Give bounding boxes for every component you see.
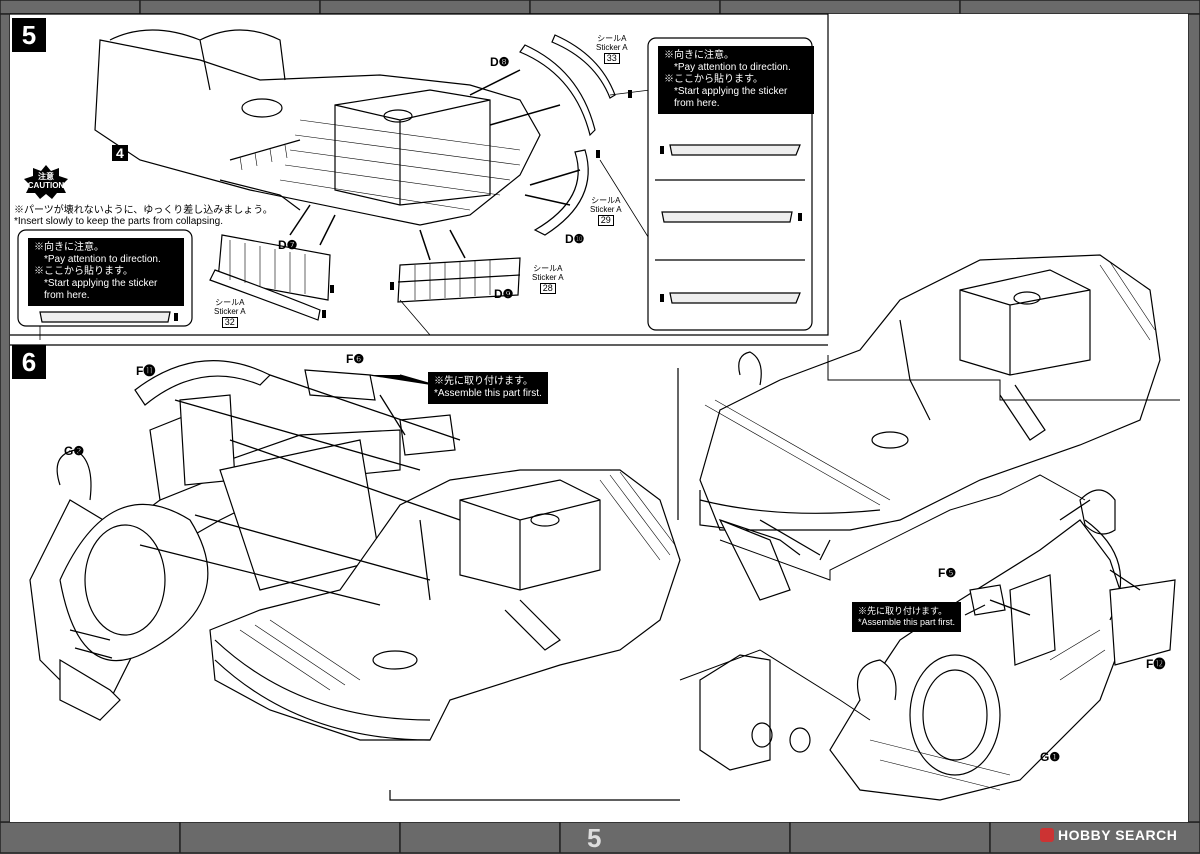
sticker-en: Sticker A <box>590 205 622 214</box>
note-direction-en: *Pay attention to direction. <box>44 254 161 265</box>
step6-right-ship <box>699 254 1161 601</box>
note-apply-en: *Start applying the sticker <box>674 86 788 97</box>
note-apply-jp: ※ここから貼ります。 <box>664 74 763 85</box>
part-label-d8: D❽ <box>490 55 510 69</box>
part-label-g2: G❷ <box>64 444 85 458</box>
caution-note: ※パーツが壊れないように、ゆっくり差し込みましょう。 *Insert slowl… <box>14 205 273 227</box>
sticker-note-right: ※向きに注意。 *Pay attention to direction. ※ここ… <box>658 46 814 114</box>
sticker-jp: シールA <box>533 264 563 273</box>
caution-note-en: *Insert slowly to keep the parts from co… <box>14 216 223 227</box>
sticker-en: Sticker A <box>532 273 564 282</box>
part-label-f5: F❺ <box>938 566 957 580</box>
watermark: HOBBY SEARCH <box>1040 827 1177 843</box>
step6-arrows <box>139 374 461 606</box>
assemble-first-note-right: ※先に取り付けます。 *Assemble this part first. <box>852 602 962 632</box>
note-first-jp: ※先に取り付けます。 <box>858 606 948 616</box>
sticker-jp: シールA <box>215 298 245 307</box>
part-label-g1: G❶ <box>1040 750 1061 764</box>
part-label-f11: F⓫ <box>136 364 156 378</box>
sticker-en: Sticker A <box>214 307 246 316</box>
assemble-first-note-left: ※先に取り付けます。 *Assemble this part first. <box>428 372 548 404</box>
note-first-en: *Assemble this part first. <box>434 388 542 399</box>
sticker-number: 33 <box>603 53 620 64</box>
sticker-label-29: シールA Sticker A 29 <box>590 196 622 226</box>
sticker-jp: シールA <box>597 34 627 43</box>
step-number-6: 6 <box>12 345 46 379</box>
step6-left-hull <box>29 360 456 722</box>
part-label-d7: D❼ <box>278 238 298 252</box>
step5-ship-deck <box>94 29 541 226</box>
sticker-direction-marks <box>174 90 802 321</box>
note-first-jp: ※先に取り付けます。 <box>434 376 533 387</box>
part-label-d10: D❿ <box>565 232 585 246</box>
step6-main-ship <box>209 469 681 741</box>
note-direction-jp: ※向きに注意。 <box>34 242 104 253</box>
caution-badge: 注意 CAUTION <box>24 165 68 199</box>
note-apply-jp: ※ここから貼ります。 <box>34 266 133 277</box>
step5-arrows <box>289 69 581 261</box>
step6-right-hull <box>699 489 1176 801</box>
part-label-d9: D❾ <box>494 287 514 301</box>
sticker-number: 28 <box>539 283 556 294</box>
caution-burst-icon <box>24 165 68 199</box>
part-label-f6: F❻ <box>346 352 365 366</box>
watermark-text: HOBBY SEARCH <box>1058 827 1178 843</box>
note-direction-jp: ※向きに注意。 <box>664 50 734 61</box>
step5-panel-border <box>10 13 829 336</box>
sticker-jp: シールA <box>591 196 621 205</box>
sticker-label-32: シールA Sticker A 32 <box>214 298 246 328</box>
step-number-5: 5 <box>12 18 46 52</box>
part-label-f12: F⓬ <box>1146 657 1166 671</box>
note-apply-en2: from here. <box>674 98 720 109</box>
caution-en: CAUTION <box>27 181 65 190</box>
sticker-label-33: シールA Sticker A 33 <box>596 34 628 64</box>
step5-railings <box>209 34 616 321</box>
sticker-number: 29 <box>597 215 614 226</box>
note-apply-en: *Start applying the sticker <box>44 278 158 289</box>
sticker-number: 32 <box>221 317 238 328</box>
sticker-en: Sticker A <box>596 43 628 52</box>
note-first-en: *Assemble this part first. <box>858 617 956 627</box>
caution-note-jp: ※パーツが壊れないように、ゆっくり差し込みましょう。 <box>14 205 273 216</box>
caution-jp: 注意 <box>38 172 54 181</box>
sticker-label-28: シールA Sticker A 28 <box>532 264 564 294</box>
note-direction-en: *Pay attention to direction. <box>674 62 791 73</box>
sticker-note-left: ※向きに注意。 *Pay attention to direction. ※ここ… <box>28 238 184 306</box>
sub-step-4: 4 <box>112 145 128 161</box>
sticker-strips <box>39 144 805 323</box>
page-number: 5 <box>587 823 602 853</box>
note-apply-en2: from here. <box>44 290 90 301</box>
hobbysearch-logo-icon <box>1040 828 1054 842</box>
